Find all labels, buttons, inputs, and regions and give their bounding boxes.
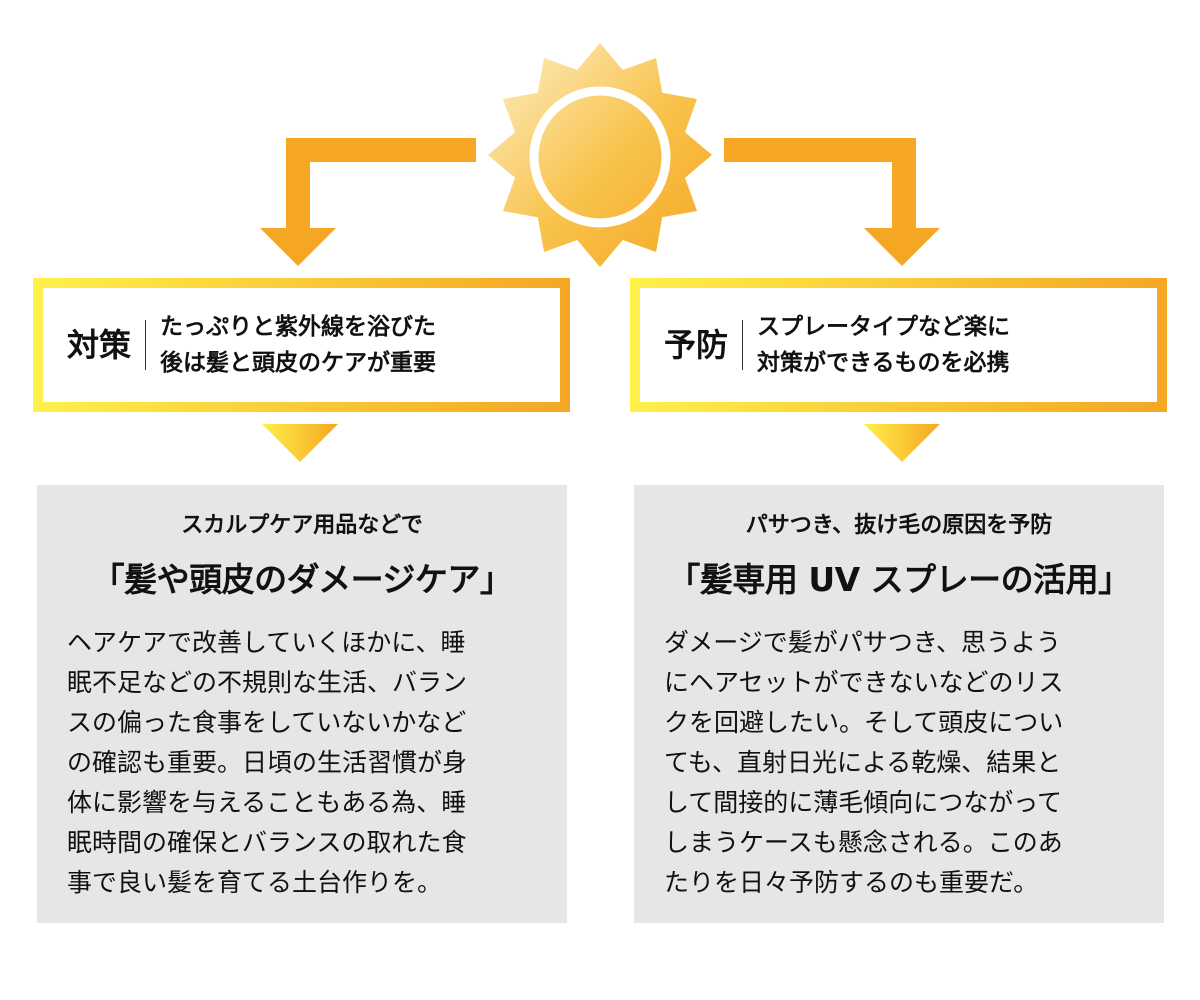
right-label: 予防 bbox=[640, 320, 744, 370]
left-card-heading: 「髪や頭皮のダメージケア」 bbox=[91, 560, 513, 599]
left-card-subtitle: スカルプケア用品などで bbox=[181, 513, 423, 538]
desc-line: スプレータイプなど楽に bbox=[757, 314, 1011, 340]
sun-icon bbox=[488, 43, 712, 267]
right-card-heading: 「髪専用 UV スプレーの活用」 bbox=[667, 560, 1131, 599]
right-card: パサつき、抜け毛の原因を予防 「髪専用 UV スプレーの活用」 ダメージで髪がパ… bbox=[634, 485, 1164, 923]
left-card-body: ヘアケアで改善していくほかに、睡 眠不足などの不規則な生活、バラン スの偏った食… bbox=[67, 623, 567, 903]
desc-line: たっぷりと紫外線を浴びた bbox=[160, 314, 437, 340]
body-line: たりを日々予防するのも重要だ。 bbox=[664, 868, 1039, 897]
body-line: の確認も重要。日頃の生活習慣が身 bbox=[67, 748, 468, 777]
left-desc: たっぷりと紫外線を浴びた 後は髪と頭皮のケアが重要 bbox=[146, 309, 436, 381]
left-down-triangle-icon bbox=[262, 424, 338, 462]
body-line: にヘアセットができないなどのリス bbox=[664, 668, 1064, 697]
body-line: して間接的に薄毛傾向につながって bbox=[664, 788, 1063, 817]
right-card-subtitle: パサつき、抜け毛の原因を予防 bbox=[745, 513, 1053, 538]
body-line: 体に影響を与えることもある為、睡 bbox=[67, 788, 467, 817]
right-down-triangle-icon bbox=[864, 424, 940, 462]
left-arrow-icon bbox=[260, 138, 476, 266]
right-card-body: ダメージで髪がパサつき、思うよう にヘアセットができないなどのリス クを回避した… bbox=[664, 623, 1164, 903]
left-label: 対策 bbox=[43, 320, 147, 370]
body-line: ても、直射日光による乾燥、結果と bbox=[664, 748, 1062, 777]
left-measure-box: 対策 たっぷりと紫外線を浴びた 後は髪と頭皮のケアが重要 bbox=[33, 278, 570, 412]
body-line: ヘアケアで改善していくほかに、睡 bbox=[67, 628, 466, 657]
body-line: しまうケースも懸念される。このあ bbox=[664, 828, 1063, 857]
body-line: 眠不足などの不規則な生活、バラン bbox=[67, 668, 468, 697]
body-line: ダメージで髪がパサつき、思うよう bbox=[664, 628, 1062, 657]
right-prevention-box: 予防 スプレータイプなど楽に 対策ができるものを必携 bbox=[630, 278, 1167, 412]
right-desc: スプレータイプなど楽に 対策ができるものを必携 bbox=[743, 309, 1010, 381]
body-line: スの偏った食事をしていないかなど bbox=[67, 708, 467, 737]
desc-line: 対策ができるものを必携 bbox=[757, 350, 1010, 376]
body-line: 事で良い髪を育てる土台作りを。 bbox=[67, 868, 443, 897]
desc-line: 後は髪と頭皮のケアが重要 bbox=[160, 350, 437, 376]
body-line: 眠時間の確保とバランスの取れた食 bbox=[67, 828, 467, 857]
right-arrow-icon bbox=[724, 138, 940, 266]
left-card: スカルプケア用品などで 「髪や頭皮のダメージケア」 ヘアケアで改善していくほかに… bbox=[37, 485, 567, 923]
body-line: クを回避したい。そして頭皮につい bbox=[664, 708, 1064, 737]
